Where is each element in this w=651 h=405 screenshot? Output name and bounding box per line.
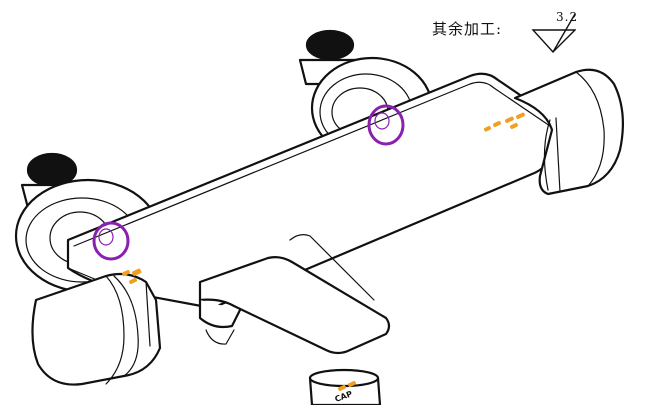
right-handle	[513, 68, 624, 196]
mark-ring-left	[92, 221, 130, 261]
highlight-mark-left	[122, 268, 142, 285]
spout-arm	[198, 256, 391, 355]
left-handle	[31, 272, 162, 386]
mark-ring-top	[367, 104, 405, 146]
highlight-mark-outlet	[338, 380, 356, 392]
highlight-mark-right	[483, 112, 525, 132]
machining-note: 其余加工:	[432, 20, 503, 38]
roughness-symbol-icon	[531, 13, 576, 54]
